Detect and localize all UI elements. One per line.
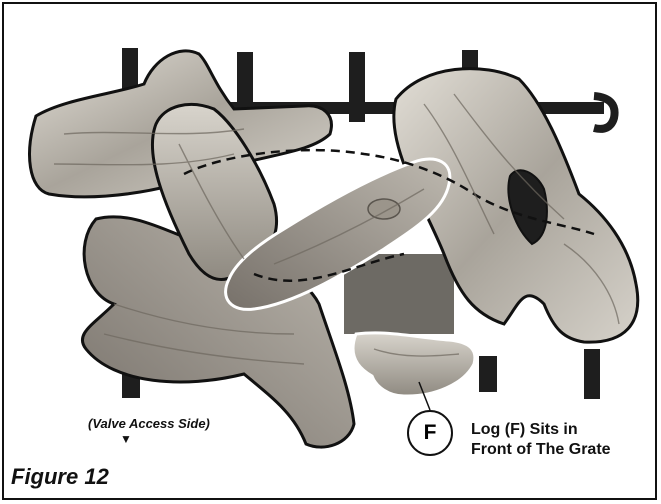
grate-post [479,356,497,392]
valve-access-label: (Valve Access Side) [88,416,210,431]
log-f [353,333,475,396]
callout-line-2: Front of The Grate [471,440,611,460]
callout-line-1: Log (F) Sits in [471,420,611,440]
arrow-down-icon: ▼ [120,432,132,446]
figure-frame: (Valve Access Side) ▼ Figure 12 F Log (F… [2,2,657,500]
callout-letter: F [424,421,437,445]
callout-text: Log (F) Sits in Front of The Grate [471,420,611,460]
log-knot [368,199,400,219]
grate-post [584,349,600,399]
callout-marker: F [407,410,453,456]
figure-title: Figure 12 [11,464,109,490]
